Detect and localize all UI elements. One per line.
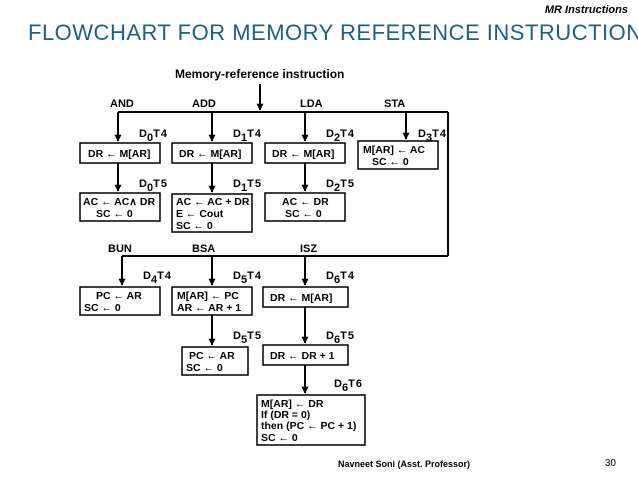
svg-text:AC ← AC + DR: AC ← AC + DR — [176, 196, 250, 208]
svg-text:DR ← DR + 1: DR ← DR + 1 — [270, 350, 335, 362]
svg-text:M[AR] ← PC: M[AR] ← PC — [177, 290, 239, 302]
box-isz-t6: M[AR] ← DR If (DR = 0) then (PC ← PC + 1… — [256, 394, 366, 446]
branch-label-bsa: BSA — [192, 243, 215, 255]
branch-label-sta: STA — [384, 98, 405, 110]
branch-label-and: AND — [110, 98, 134, 110]
box-isz-t4: DR ← M[AR] — [262, 286, 349, 308]
svg-text:AR ← AR + 1: AR ← AR + 1 — [177, 302, 241, 314]
box-bun-t4: PC ← AR SC ← 0 — [79, 286, 161, 316]
branch-label-add: ADD — [192, 98, 216, 110]
svg-text:DR ← M[AR]: DR ← M[AR] — [270, 292, 332, 304]
page-number: 30 — [604, 458, 616, 469]
timing-bsa-t4: D5T4 — [233, 270, 262, 286]
timing-and-t4: D0T4 — [139, 128, 168, 144]
timing-add-t5: D1T5 — [233, 178, 261, 194]
timing-and-t5: D0T5 — [139, 178, 167, 194]
timing-add-t4: D1T4 — [233, 128, 262, 144]
box-add-t5: AC ← AC + DR E ← Cout SC ← 0 — [171, 193, 253, 233]
box-lda-t4: DR ← M[AR] — [264, 142, 346, 164]
svg-text:DR ← M[AR]: DR ← M[AR] — [88, 148, 150, 160]
timing-isz-t4: D6T4 — [326, 270, 355, 286]
timing-isz-t6: D6T6 — [334, 378, 362, 394]
svg-text:AC ← AC∧ DR: AC ← AC∧ DR — [83, 196, 155, 208]
box-and-t4: DR ← M[AR] — [79, 142, 161, 164]
corner-label: MR Instructions — [544, 4, 628, 16]
svg-text:SC ← 0: SC ← 0 — [372, 156, 409, 168]
timing-lda-t4: D2T4 — [326, 128, 355, 144]
footer-author: Navneet Soni (Asst. Professor) — [338, 459, 471, 469]
svg-text:DR ← M[AR]: DR ← M[AR] — [272, 148, 334, 160]
svg-text:M[AR] ← DR: M[AR] ← DR — [261, 398, 324, 410]
svg-text:SC ← 0: SC ← 0 — [285, 208, 322, 220]
timing-bun-t4: D4T4 — [143, 270, 172, 286]
svg-text:SC ← 0: SC ← 0 — [84, 302, 121, 314]
branch-label-isz: ISZ — [300, 243, 317, 255]
page-title: FLOWCHART FOR MEMORY REFERENCE INSTRUCTI… — [28, 20, 638, 45]
box-isz-t5: DR ← DR + 1 — [262, 344, 349, 366]
svg-text:SC ← 0: SC ← 0 — [96, 208, 133, 220]
timing-sta-t4: D3T4 — [418, 128, 447, 144]
svg-text:SC ← 0: SC ← 0 — [186, 362, 223, 374]
branch-label-lda: LDA — [300, 98, 323, 110]
root-label: Memory-reference instruction — [175, 67, 344, 81]
svg-text:M[AR] ← AC: M[AR] ← AC — [363, 144, 425, 156]
box-and-t5: AC ← AC∧ DR SC ← 0 — [79, 192, 161, 222]
svg-text:DR ← M[AR]: DR ← M[AR] — [179, 148, 241, 160]
branch-label-bun: BUN — [108, 243, 132, 255]
timing-lda-t5: D2T5 — [326, 178, 354, 194]
svg-text:If (DR = 0): If (DR = 0) — [261, 409, 310, 421]
svg-text:PC ← AR: PC ← AR — [189, 350, 235, 362]
timing-isz-t5: D6T5 — [326, 330, 354, 346]
svg-text:PC ← AR: PC ← AR — [96, 290, 142, 302]
box-bsa-t4: M[AR] ← PC AR ← AR + 1 — [171, 286, 253, 316]
box-lda-t5: AC ← DR SC ← 0 — [264, 192, 346, 222]
box-bsa-t5: PC ← AR SC ← 0 — [181, 346, 249, 376]
box-add-t4: DR ← M[AR] — [171, 142, 253, 164]
timing-bsa-t5: D5T5 — [233, 330, 261, 346]
svg-text:then (PC ← PC + 1): then (PC ← PC + 1) — [261, 420, 356, 432]
box-sta-t4: M[AR] ← AC SC ← 0 — [357, 140, 439, 170]
svg-text:E ← Cout: E ← Cout — [176, 208, 224, 220]
svg-text:AC ← DR: AC ← DR — [282, 196, 329, 208]
svg-text:SC ← 0: SC ← 0 — [261, 432, 298, 444]
svg-text:SC ← 0: SC ← 0 — [176, 220, 213, 232]
